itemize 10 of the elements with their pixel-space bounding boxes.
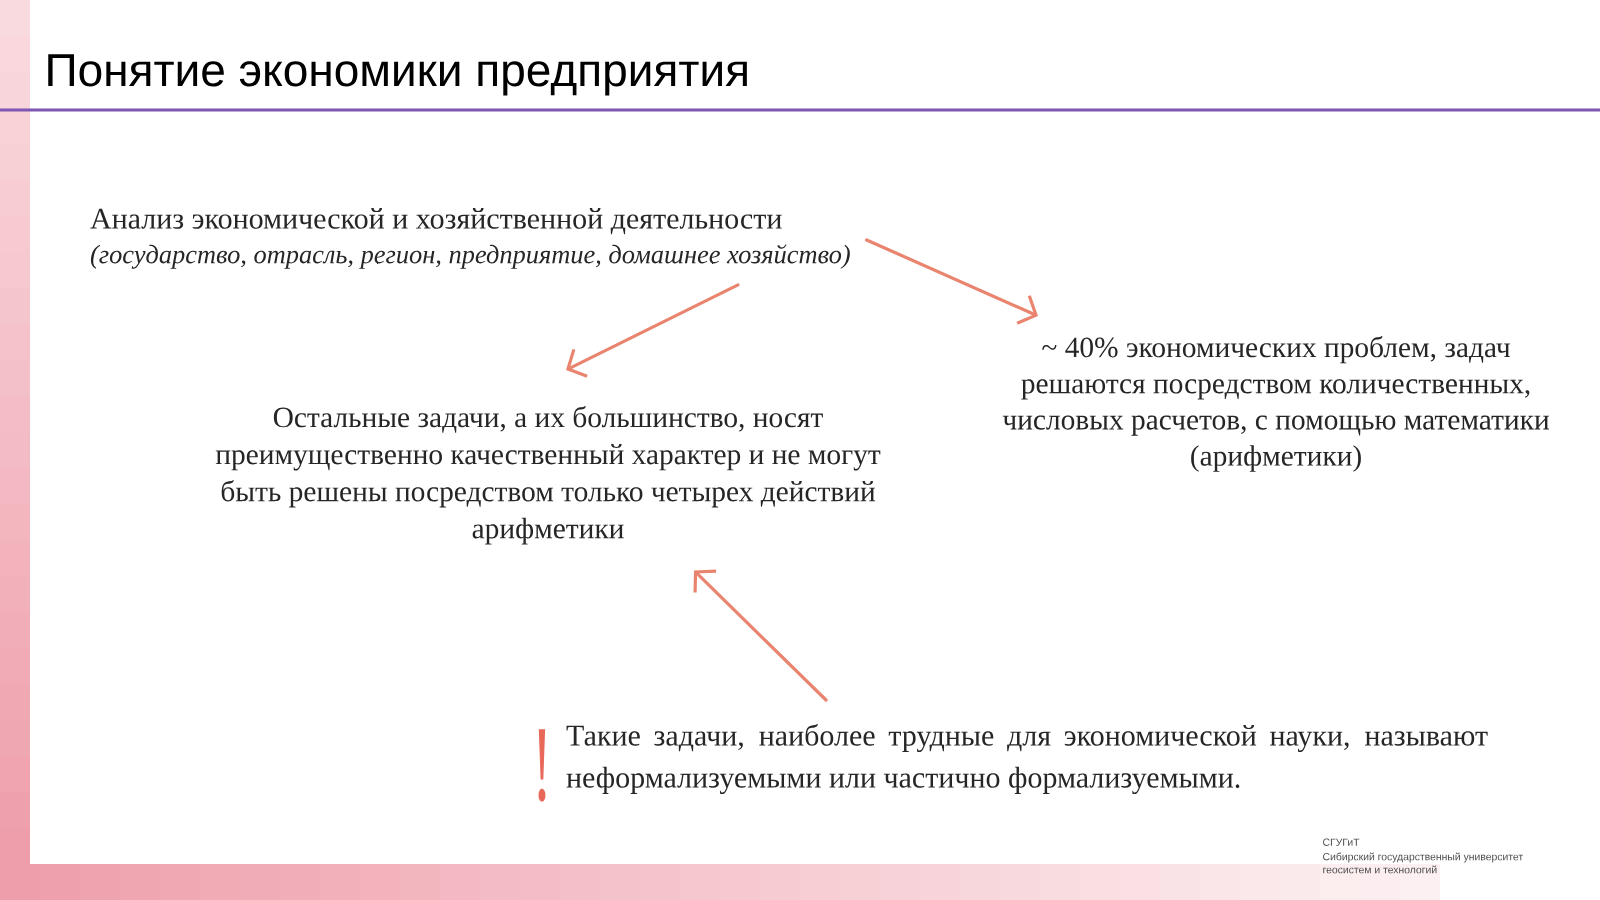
- paragraph: Остальные задачи, а их большинство, носят преимущественно качественный характер и не могут быть решены посредством только четырех действий арифметики: [215, 406, 881, 545]
- note-text: (государство, отрасль, регион, предприятие, домашнее хозяйство): [90, 244, 850, 269]
- heading-text: Анализ экономической и хозяйственной деятельности: [90, 208, 782, 235]
- exclamation-mark: !: [538, 729, 546, 802]
- paragraph: ~ 40% экономических проблем, задач решаются посредством количественных, числовых расчетов, с помощью математики (арифметики): [1002, 336, 1549, 472]
- slide-title: Понятие экономики предприятия: [48, 54, 747, 96]
- paragraph: Такие задачи, наиболее трудные для экономической науки, называют неформализуемыми или частично формализуемыми.: [566, 724, 1488, 794]
- arrow: [693, 569, 828, 702]
- arrow: [865, 238, 1038, 325]
- arrow: [566, 283, 740, 378]
